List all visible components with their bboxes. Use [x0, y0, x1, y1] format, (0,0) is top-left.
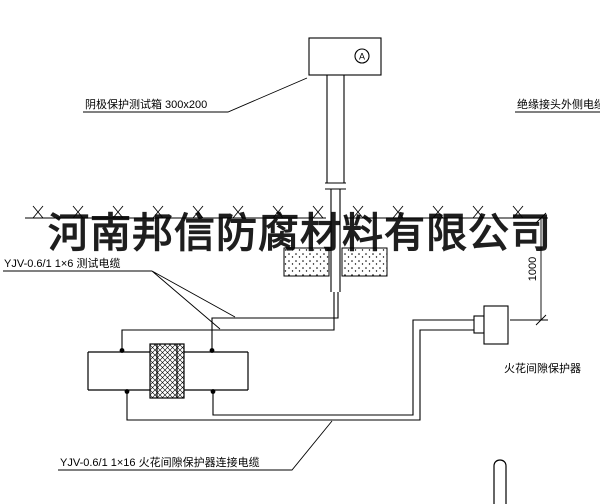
cable-weld-point	[209, 348, 215, 353]
annotations	[3, 77, 600, 471]
protector-body	[483, 305, 509, 345]
riser-conduit	[325, 75, 346, 292]
ground-line	[25, 205, 535, 219]
test-cable-leader	[3, 270, 236, 330]
test-box-leader	[83, 77, 308, 113]
pipe-end-caps	[87, 352, 249, 390]
dimension-text: 1000	[527, 257, 539, 281]
test-cable-label: YJV-0.6/1 1×6 测试电缆	[4, 257, 120, 270]
spark-gap-cable-right	[212, 319, 474, 416]
ammeter-symbol	[354, 48, 370, 64]
cable-weld-point	[119, 348, 125, 353]
depth-dimension	[510, 212, 548, 326]
spark-gap-protector-label: 火花间隙保护器	[504, 361, 581, 375]
test-cable-left	[121, 292, 335, 351]
concrete-block-left	[283, 247, 330, 277]
insulated-joint-cable-label: 绝缘接头外侧电缆	[517, 97, 600, 111]
ammeter-letter: A	[359, 52, 365, 62]
test-box	[308, 37, 382, 76]
test-box-outline	[308, 37, 382, 76]
section-symbol	[493, 459, 507, 504]
cables	[121, 292, 474, 421]
cable-weld-point	[210, 389, 216, 394]
casing-lines	[326, 75, 345, 183]
spark-gap-protector	[473, 305, 509, 345]
spark-cable-leader	[58, 420, 333, 471]
pipe-break-symbol	[325, 182, 346, 190]
ground-hatch-crosses	[32, 205, 524, 219]
dimension-ticks	[535, 212, 547, 326]
spark-gap-cable-left	[126, 329, 474, 421]
concrete-block-right	[341, 247, 388, 277]
test-cable-right	[211, 292, 339, 351]
pipeline	[87, 343, 249, 399]
flange-plates	[156, 344, 178, 398]
protector-terminal	[473, 315, 485, 334]
concrete-blocks	[283, 247, 388, 277]
insulating-joint-flange	[149, 343, 185, 399]
cable-weld-point	[124, 389, 130, 394]
company-watermark: 河南邦信防腐材料有限公司	[48, 210, 552, 256]
spark-cable-label: YJV-0.6/1 1×16 火花间隙保护器连接电缆	[60, 455, 260, 469]
test-box-label: 阴极保护测试箱 300x200	[85, 97, 207, 111]
conduit-lines	[330, 189, 341, 292]
